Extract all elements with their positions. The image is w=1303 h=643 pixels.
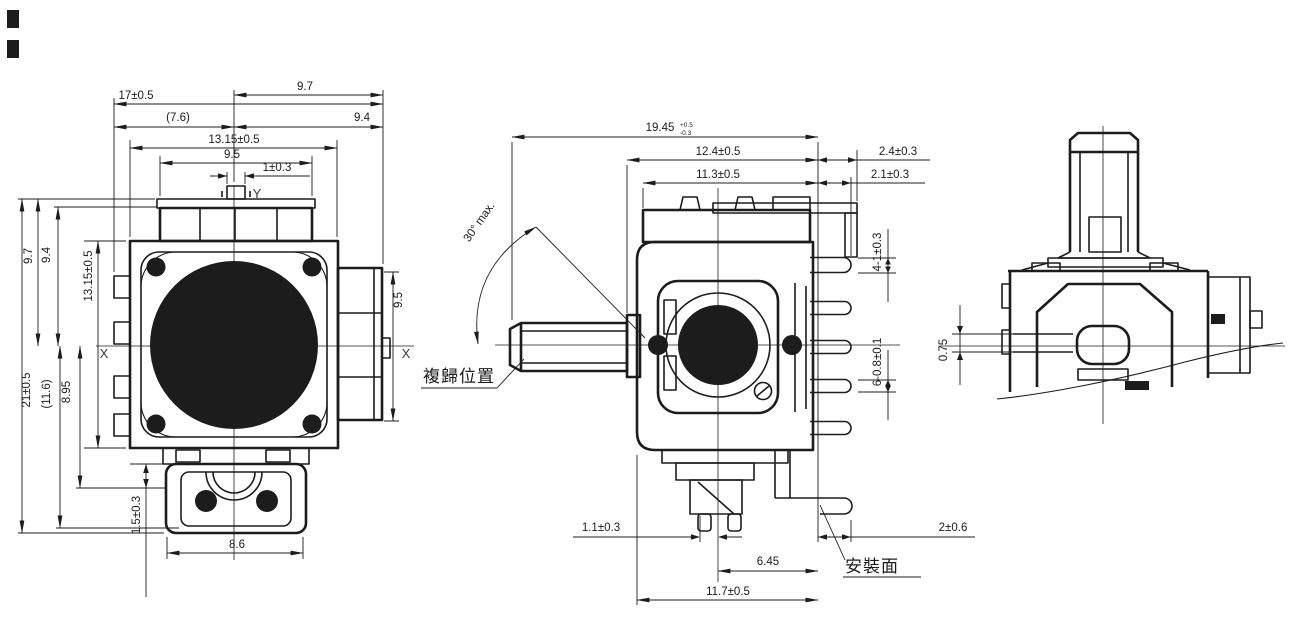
dim-center-mount: 6.45 (757, 556, 779, 568)
break-line (996, 342, 1284, 400)
dim-overall-width: 17±0.5 (118, 90, 153, 102)
top-view-dimensions: 9.7 17±0.5 (7.6) 9.4 13.15±0.5 9.5 1±0.3… (18, 81, 411, 597)
end-view-centerlines (940, 126, 1285, 424)
side-view-dimensions: 19.45 +0.5 -0.3 12.4±0.5 11.3±0.5 2.4±0.… (511, 122, 975, 605)
dim-stem-width: 1±0.3 (263, 162, 292, 174)
stem-key (226, 185, 246, 200)
stick-cap (1068, 131, 1140, 154)
end-view-outline (996, 131, 1284, 400)
dim-overall-tol-plus: +0.5 (680, 122, 693, 129)
side-view: 30° max. 複歸位置 安裝面 19.45 +0.5 -0.3 12.4±0… (421, 122, 975, 605)
body-outline (635, 240, 815, 452)
dim-overall-height: 21±0.5 (21, 372, 33, 407)
dim-foot-offset: 1.1±0.3 (582, 522, 620, 534)
top-view: 9.7 17±0.5 (7.6) 9.4 13.15±0.5 9.5 1±0.3… (18, 81, 414, 597)
dim-cover-depth: 11.3±0.5 (696, 169, 740, 181)
dim-overall-tol-minus: -0.3 (680, 130, 692, 137)
mounting-surface-label: 安裝面 (845, 557, 899, 576)
side-block (1207, 276, 1251, 374)
pivot-circle (678, 305, 758, 385)
end-view-dimensions: 0.75 (938, 305, 1013, 385)
dim-ref-width: (7.6) (166, 112, 190, 124)
dim-pin-row: 2.1±0.3 (871, 169, 909, 181)
top-view-outline (113, 185, 391, 535)
dim-body-depth: 12.4±0.5 (696, 146, 741, 158)
dim-body-height: 13.15±0.5 (83, 250, 95, 301)
rocker (1075, 324, 1131, 366)
dim-center-to-right: 9.7 (297, 81, 313, 93)
bottom-housing (164, 462, 308, 535)
dim-protrusion: 2±0.6 (939, 522, 968, 534)
axis-x-right-label: X (402, 346, 411, 361)
inner-frame (1035, 282, 1174, 387)
dim-block-height: 9.5 (393, 292, 405, 308)
dim-pin-top: 2.4±0.3 (879, 146, 917, 158)
dim-pin-w1: 4-1±0.3 (872, 233, 884, 272)
adjust-screw (753, 381, 773, 401)
end-view: 0.75 (938, 126, 1285, 424)
axis-y-label: Y (253, 186, 262, 201)
terminal-pins (810, 256, 852, 436)
angle-note: 30° max. (462, 200, 498, 244)
page-edge-marks (7, 10, 19, 58)
side-view-outline (508, 196, 858, 532)
axis-x-left-label: X (100, 346, 109, 361)
side-block (336, 266, 384, 422)
bottom-feet (661, 449, 853, 532)
top-pin-bar (712, 202, 858, 214)
dim-body-width: 13.15±0.5 (208, 134, 259, 146)
dim-height-upper2: 9.4 (41, 246, 53, 263)
dim-step: 1.5±0.3 (131, 496, 143, 534)
dim-connector-width: 9.5 (224, 149, 240, 161)
dim-lower-height: 8.95 (61, 381, 73, 403)
return-position-label: 複歸位置 (423, 367, 495, 386)
dim-bottom-width: 8.6 (229, 539, 245, 551)
dim-base-depth: 11.7±0.5 (706, 586, 750, 598)
dim-right-half: 9.4 (354, 112, 371, 124)
dim-pin-w2: 6-0.8±0.1 (872, 338, 884, 387)
stick-knob-circle (150, 261, 318, 429)
dim-height-upper: 9.7 (23, 248, 35, 264)
dim-overall: 19.45 (646, 122, 675, 134)
dim-ref-height: (11.6) (41, 379, 53, 408)
dim-step: 0.75 (938, 339, 950, 361)
